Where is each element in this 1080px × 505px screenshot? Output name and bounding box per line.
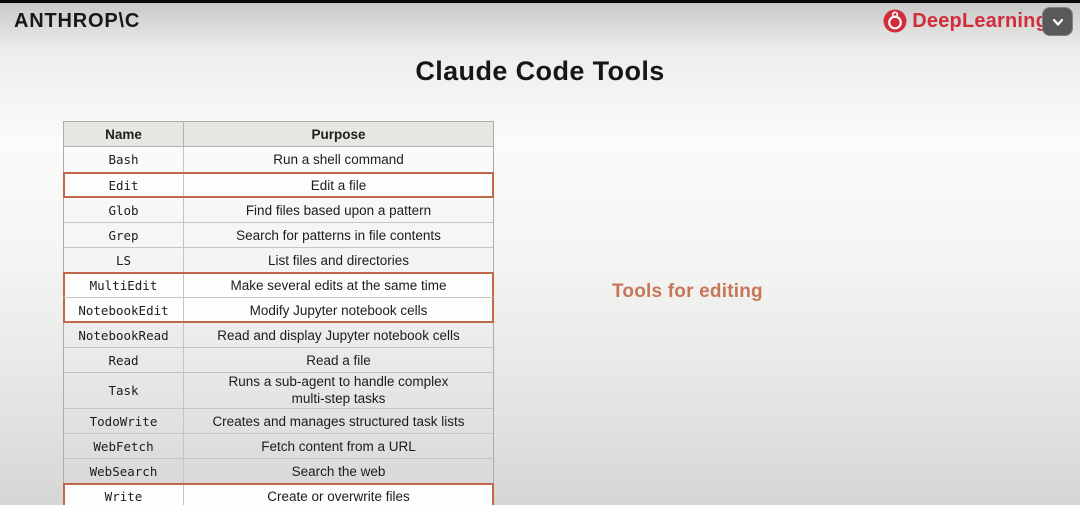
tool-purpose: Read and display Jupyter notebook cells [183, 323, 493, 347]
table-row-ls: LS List files and directories [64, 247, 493, 272]
table-row-bash: Bash Run a shell command [64, 147, 493, 172]
tool-purpose: Run a shell command [183, 147, 493, 172]
dropdown-toggle-button[interactable] [1042, 7, 1073, 36]
tool-purpose: Read a file [183, 348, 493, 372]
tool-name: TodoWrite [89, 413, 158, 429]
table-row-multiedit: MultiEdit Make several edits at the same … [63, 272, 494, 297]
tool-name: LS [115, 252, 132, 268]
tool-purpose: Fetch content from a URL [183, 434, 493, 458]
table-row-webfetch: WebFetch Fetch content from a URL [64, 433, 493, 458]
tool-purpose: List files and directories [183, 248, 493, 272]
tool-purpose: Search the web [183, 459, 493, 483]
tool-purpose: Edit a file [183, 173, 493, 197]
annotation-tools-for-editing: Tools for editing [612, 281, 763, 302]
tool-name: Edit [108, 177, 139, 193]
tool-name: Glob [108, 202, 139, 218]
tool-name: NotebookEdit [78, 302, 169, 318]
table-header-row: Name Purpose [64, 122, 493, 147]
tool-name: Bash [108, 152, 139, 167]
page-title: Claude Code Tools [415, 56, 665, 86]
table-row-notebookread: NotebookRead Read and display Jupyter not… [64, 322, 493, 347]
table-row-edit: Edit Edit a file [63, 172, 494, 198]
chevron-down-icon [1052, 18, 1063, 26]
top-edge-strip [0, 0, 1080, 3]
tool-purpose: Find files based upon a pattern [183, 198, 493, 222]
tool-purpose: Search for patterns in file contents [183, 223, 493, 247]
tool-purpose: Creates and manages structured task list… [183, 409, 493, 433]
deeplearning-logo-text: DeepLearning [912, 9, 1048, 32]
column-header-purpose: Purpose [183, 122, 493, 146]
tool-name: Task [108, 383, 139, 398]
tool-purpose: Make several edits at the same time [183, 273, 493, 297]
anthropic-logo: ANTHROP\C [14, 10, 141, 32]
tool-name: Write [104, 488, 143, 504]
tool-purpose: Create or overwrite files [183, 484, 493, 505]
table-row-read: Read Read a file [64, 347, 493, 372]
tool-name: Read [108, 352, 139, 368]
tool-name: NotebookRead [78, 327, 169, 343]
table-row-grep: Grep Search for patterns in file contents [64, 222, 493, 247]
table-row-write: Write Create or overwrite files [63, 483, 494, 505]
tool-purpose: Modify Jupyter notebook cells [183, 298, 493, 322]
tool-name: WebFetch [93, 438, 154, 454]
table-row-notebookedit: NotebookEdit Modify Jupyter notebook cell… [63, 297, 494, 323]
deeplearning-logo: DeepLearning [882, 8, 1048, 34]
table-row-websearch: WebSearch Search the web [64, 458, 493, 483]
tool-name: Grep [108, 227, 139, 243]
table-row-todowrite: TodoWrite Creates and manages structured … [64, 408, 493, 433]
table-row-task: Task Runs a sub-agent to handle complex m… [64, 372, 493, 408]
column-header-name: Name [105, 126, 142, 142]
tool-name: WebSearch [89, 463, 158, 479]
deeplearning-icon [883, 9, 907, 33]
tool-name: MultiEdit [89, 277, 158, 293]
table-row-glob: Glob Find files based upon a pattern [64, 197, 493, 222]
tool-purpose: Runs a sub-agent to handle complex multi… [183, 373, 493, 408]
